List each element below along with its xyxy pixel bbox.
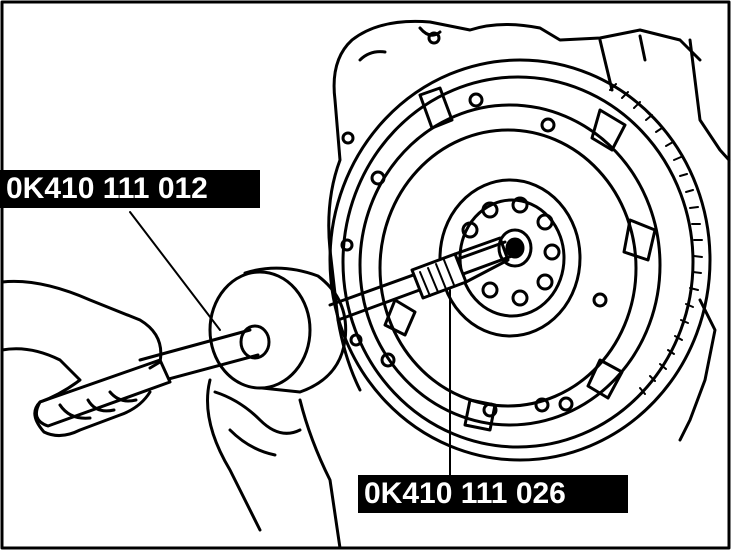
- hub-bolt: [511, 289, 529, 307]
- hub-bolt: [461, 221, 479, 239]
- plate-bolt: [534, 397, 550, 413]
- hub-bolt: [543, 243, 561, 261]
- pressure-plate-inner: [378, 128, 638, 408]
- engine-housing: [327, 19, 731, 442]
- housing-bolt: [340, 238, 354, 252]
- plate-bolt: [370, 170, 386, 186]
- pilot-bearing: [497, 228, 533, 268]
- flywheel-outer-ring: [328, 58, 712, 462]
- part-number-label-puller: 0K410 111 012: [0, 170, 260, 208]
- plate-bolt: [468, 92, 484, 108]
- plate-bolt: [540, 117, 556, 133]
- puller-collar: [410, 252, 468, 300]
- pilot-bearing-inner: [505, 237, 525, 259]
- plate-bolt: [482, 402, 498, 418]
- hub-bolt: [536, 273, 554, 291]
- plate-bolt: [558, 396, 574, 412]
- hub-bolt: [511, 196, 529, 214]
- housing-bolt: [341, 131, 355, 145]
- slide-hammer-face: [208, 270, 312, 390]
- right-hand: [206, 378, 342, 550]
- hub-bolt: [536, 213, 554, 231]
- housing-bolt: [427, 31, 441, 45]
- hub-bolt: [481, 281, 499, 299]
- collar-shading: [419, 259, 455, 297]
- plate-lugs: [383, 86, 657, 432]
- flywheel-ring-inner: [341, 75, 695, 449]
- hub-bolt: [481, 201, 499, 219]
- slide-hammer-body: [243, 266, 348, 394]
- pressure-plate: [358, 103, 662, 427]
- plate-bolt: [592, 292, 608, 308]
- part-number-label-attachment: 0K410 111 026: [358, 475, 628, 513]
- left-hand: [0, 279, 163, 437]
- collar-tip: [453, 236, 510, 284]
- plate-bolt: [380, 352, 396, 368]
- slide-hammer-bore: [239, 324, 271, 360]
- ring-gear-teeth: [609, 83, 703, 395]
- leader-line-1: [129, 211, 221, 331]
